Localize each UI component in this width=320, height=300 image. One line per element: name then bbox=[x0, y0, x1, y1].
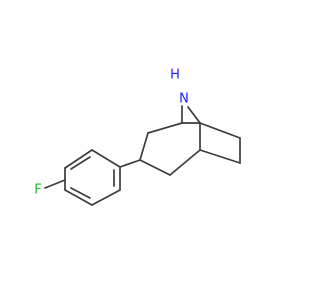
bond-aryl-fluorine bbox=[44, 179, 66, 189]
ring-bond-5 bbox=[91, 189, 121, 206]
nitrogen-atom-label: N bbox=[179, 92, 189, 107]
ring-double-bond-2 bbox=[70, 187, 91, 199]
bicyclic-core bbox=[139, 105, 241, 176]
bond-c3-aryl bbox=[119, 159, 141, 168]
bond-c4-c5 bbox=[169, 149, 201, 176]
fluorine-atom-label: F bbox=[34, 183, 41, 198]
structure-canvas: H N F bbox=[34, 67, 241, 206]
ring-bond-4 bbox=[64, 189, 93, 206]
ring-double-bond-1 bbox=[70, 156, 91, 170]
bond-c7-c1 bbox=[199, 122, 241, 139]
fluorophenyl-ring bbox=[64, 149, 121, 206]
bond-c2-c3 bbox=[139, 132, 149, 161]
bond-n-bridgehead-right bbox=[187, 106, 201, 124]
ring-bond-2 bbox=[64, 149, 93, 169]
nitrogen-hydrogen-label: H bbox=[170, 68, 180, 83]
bond-c3-c4 bbox=[139, 159, 171, 176]
ring-bond-1 bbox=[91, 149, 121, 168]
bond-c1-c2 bbox=[147, 122, 183, 134]
bond-c5-c6 bbox=[199, 149, 241, 164]
molecule-drawing: H N F bbox=[34, 68, 241, 206]
